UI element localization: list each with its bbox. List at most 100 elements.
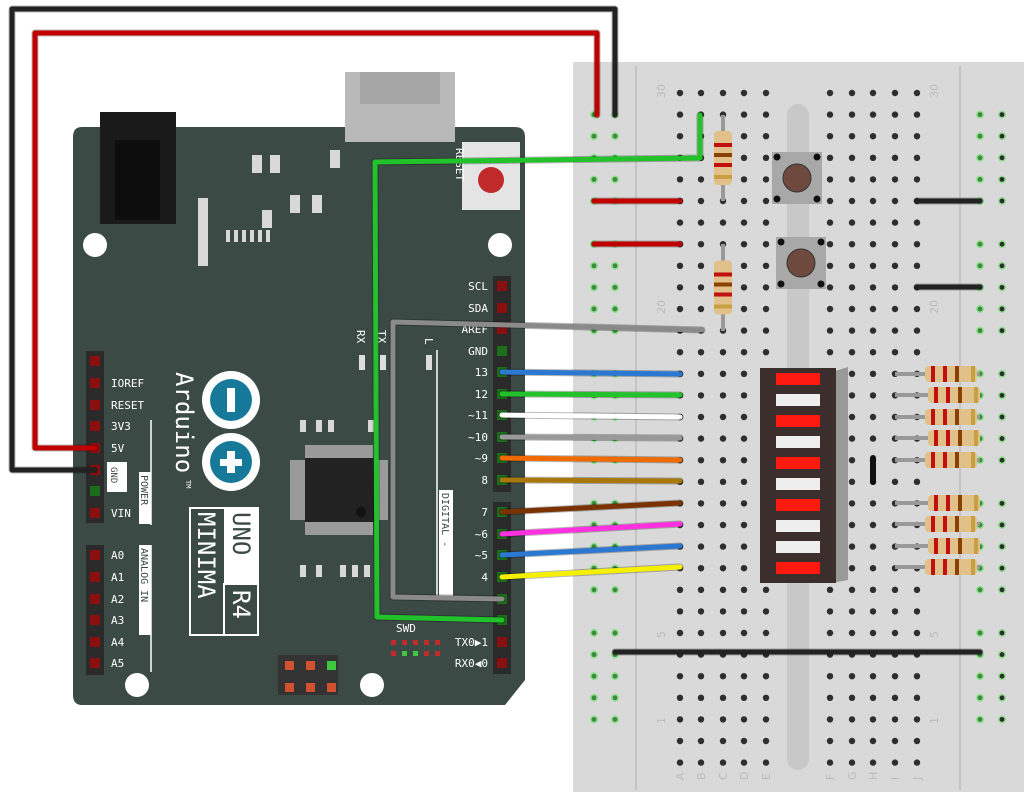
header-pin[interactable] [90,594,100,604]
power-rail-hole[interactable] [998,240,1006,249]
breadboard-hole[interactable] [676,737,684,745]
breadboard-hole[interactable] [913,89,921,97]
breadboard-hole[interactable] [762,305,770,313]
power-rail-hole[interactable] [976,153,984,162]
breadboard-hole[interactable] [740,586,748,593]
breadboard-hole[interactable] [676,586,684,593]
breadboard-hole[interactable] [697,543,705,550]
breadboard-hole[interactable] [762,629,770,637]
power-rail-hole[interactable] [998,153,1006,162]
breadboard-hole[interactable] [697,370,705,377]
breadboard-hole[interactable] [826,673,834,680]
header-pin[interactable] [497,658,507,668]
power-rail-hole[interactable] [976,585,984,594]
breadboard-hole[interactable] [676,305,684,313]
breadboard-hole[interactable] [676,262,684,269]
breadboard-hole[interactable] [740,478,748,485]
breadboard-hole[interactable] [697,457,705,464]
breadboard-hole[interactable] [740,305,748,313]
breadboard-hole[interactable] [869,284,877,291]
breadboard-hole[interactable] [891,673,899,680]
breadboard-hole[interactable] [719,521,727,529]
breadboard-hole[interactable] [762,262,770,269]
breadboard-hole[interactable] [740,500,748,507]
breadboard-hole[interactable] [848,457,856,464]
header-pin[interactable] [90,637,100,647]
breadboard-hole[interactable] [913,478,921,485]
power-rail-hole[interactable] [976,132,984,141]
push-button-cap[interactable] [782,163,812,193]
header-pin[interactable] [497,281,507,291]
power-rail-hole[interactable] [976,175,984,184]
breadboard-hole[interactable] [891,694,899,701]
breadboard-hole[interactable] [762,197,770,205]
breadboard-hole[interactable] [676,673,684,680]
wire-pin5[interactable] [499,543,683,558]
breadboard-hole[interactable] [762,759,770,766]
breadboard-hole[interactable] [913,262,921,269]
breadboard-hole[interactable] [869,89,877,97]
header-pin[interactable] [90,550,100,560]
breadboard-hole[interactable] [891,176,899,183]
breadboard-hole[interactable] [697,608,705,615]
breadboard-hole[interactable] [869,543,877,550]
breadboard-hole[interactable] [740,262,748,269]
breadboard-hole[interactable] [697,241,705,248]
power-rail-hole[interactable] [998,456,1006,465]
power-rail-hole[interactable] [998,521,1006,529]
breadboard-hole[interactable] [762,327,770,334]
breadboard-hole[interactable] [848,435,856,442]
power-rail-hole[interactable] [998,693,1006,702]
breadboard-hole[interactable] [869,111,877,118]
power-rail-hole[interactable] [611,672,619,681]
breadboard-hole[interactable] [676,111,684,118]
header-pin[interactable] [90,378,100,388]
breadboard-hole[interactable] [697,629,705,637]
header-pin[interactable] [90,658,100,668]
power-rail-hole[interactable] [590,132,598,141]
header-pin[interactable] [497,303,507,313]
breadboard-hole[interactable] [869,413,877,421]
breadboard-hole[interactable] [913,737,921,745]
breadboard-hole[interactable] [719,629,727,637]
breadboard-hole[interactable] [697,759,705,766]
breadboard-hole[interactable] [869,694,877,701]
wire-pin9[interactable] [499,455,683,463]
breadboard-hole[interactable] [848,154,856,161]
breadboard-hole[interactable] [848,111,856,118]
breadboard-hole[interactable] [869,608,877,615]
breadboard-hole[interactable] [697,349,705,356]
breadboard-hole[interactable] [740,284,748,291]
wire-pin11[interactable] [499,412,683,420]
breadboard-hole[interactable] [891,305,899,313]
breadboard-hole[interactable] [676,89,684,97]
header-pin[interactable] [90,615,100,625]
breadboard-hole[interactable] [826,262,834,269]
power-rail-hole[interactable] [611,283,619,292]
breadboard-hole[interactable] [697,262,705,269]
breadboard-hole[interactable] [826,89,834,97]
breadboard-hole[interactable] [676,608,684,615]
breadboard-hole[interactable] [676,694,684,701]
power-rail-hole[interactable] [976,672,984,681]
breadboard-hole[interactable] [869,305,877,313]
power-rail-hole[interactable] [976,326,984,335]
breadboard-hole[interactable] [762,284,770,291]
breadboard-hole[interactable] [848,284,856,291]
breadboard-hole[interactable] [891,327,899,334]
power-rail-hole[interactable] [590,283,598,292]
breadboard-hole[interactable] [891,89,899,97]
power-rail-hole[interactable] [976,715,984,724]
breadboard-hole[interactable] [697,89,705,97]
header-pin[interactable] [497,637,507,647]
breadboard-hole[interactable] [762,608,770,615]
power-rail-hole[interactable] [976,629,984,637]
breadboard-hole[interactable] [762,673,770,680]
breadboard-hole[interactable] [848,608,856,615]
breadboard-hole[interactable] [826,133,834,140]
breadboard-hole[interactable] [740,629,748,637]
breadboard-hole[interactable] [891,262,899,269]
breadboard-hole[interactable] [869,737,877,745]
breadboard-hole[interactable] [676,133,684,140]
breadboard-hole[interactable] [826,197,834,205]
